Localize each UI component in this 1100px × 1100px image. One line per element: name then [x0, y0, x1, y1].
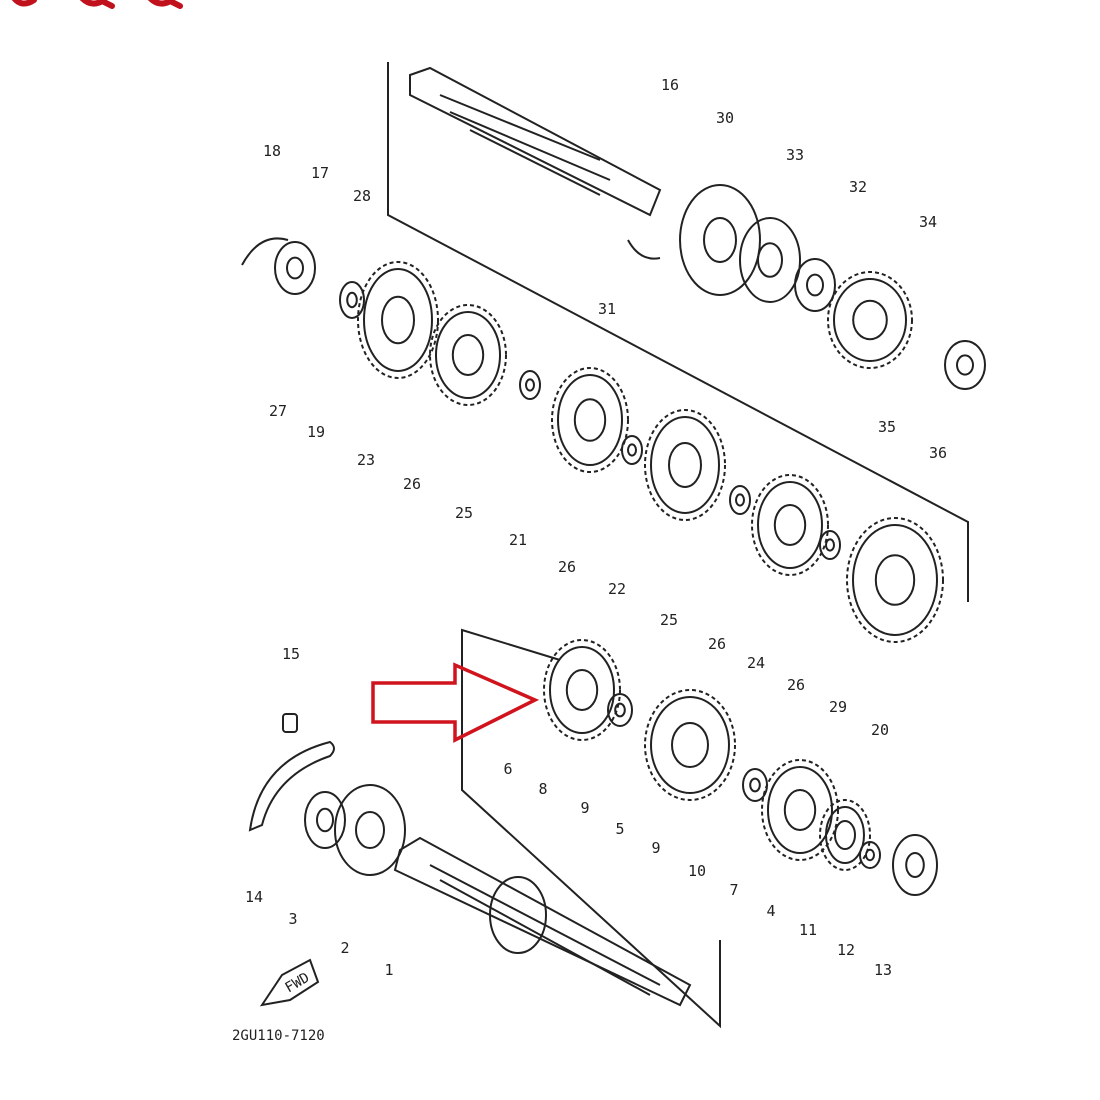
toolbar-icons-cropped[interactable]	[11, 0, 183, 9]
part-label: 28	[353, 187, 371, 205]
part-label: 30	[716, 109, 734, 127]
part-label: 23	[357, 451, 375, 469]
fwd-arrow: FWD	[259, 958, 320, 1007]
highlight-arrow	[371, 662, 540, 743]
ring-part	[794, 258, 836, 312]
gear	[819, 799, 871, 871]
circlip-31	[627, 239, 661, 260]
drive-shaft-upper	[409, 66, 662, 217]
part-label: 26	[708, 635, 726, 653]
ring-part	[304, 791, 346, 849]
part-label: 25	[455, 504, 473, 522]
part-label: 26	[787, 676, 805, 694]
part-label: 21	[509, 531, 527, 549]
part-label: 36	[929, 444, 947, 462]
part-label: 34	[919, 213, 937, 231]
part-label: 15	[282, 645, 300, 663]
ring-part	[274, 241, 316, 295]
part-label: 35	[878, 418, 896, 436]
part-label: 6	[503, 760, 512, 778]
gear	[543, 639, 621, 741]
ring-part	[742, 768, 768, 802]
ring-part	[334, 784, 406, 876]
gear	[357, 261, 439, 379]
part-label: 11	[799, 921, 817, 939]
ring-part	[729, 485, 751, 515]
ring-part	[944, 340, 986, 390]
part-label: 4	[766, 902, 775, 920]
part-label: 8	[538, 780, 547, 798]
fwd-label: FWD	[282, 970, 312, 997]
part-label: 10	[688, 862, 706, 880]
part-label: 26	[558, 558, 576, 576]
ring-part	[859, 841, 881, 869]
part-label: 26	[403, 475, 421, 493]
part-label: 24	[747, 654, 765, 672]
ring-part	[607, 693, 633, 727]
ring-part	[621, 435, 643, 465]
part-label: 22	[608, 580, 626, 598]
part-label: 27	[269, 402, 287, 420]
gear	[751, 474, 829, 576]
part-label: 9	[651, 839, 660, 857]
ring-part	[819, 530, 841, 560]
ring-part	[679, 184, 761, 296]
part-label: 14	[245, 888, 263, 906]
part-label: 25	[660, 611, 678, 629]
part-label: 31	[598, 300, 616, 318]
part-label: 5	[615, 820, 624, 838]
part-label: 16	[661, 76, 679, 94]
gear	[846, 517, 944, 643]
lower-shaft-frame	[461, 628, 721, 1029]
part-label: 3	[288, 910, 297, 928]
part-label: 29	[829, 698, 847, 716]
part-label: 33	[786, 146, 804, 164]
gear	[644, 689, 736, 801]
stopper-plate	[248, 740, 335, 832]
part-label: 18	[263, 142, 281, 160]
ring-part	[339, 281, 365, 319]
part-label: 12	[837, 941, 855, 959]
part-label: 2	[340, 939, 349, 957]
part-label: 9	[580, 799, 589, 817]
part-label: 7	[729, 881, 738, 899]
part-label: 20	[871, 721, 889, 739]
gear	[551, 367, 629, 473]
ring-part	[892, 834, 938, 896]
bolt	[282, 713, 298, 733]
gear	[644, 409, 726, 521]
part-label: 19	[307, 423, 325, 441]
circlip-18	[241, 237, 289, 266]
upper-shaft-frame	[387, 62, 969, 602]
gear	[429, 304, 507, 406]
main-shaft-lower	[393, 836, 692, 1007]
part-label: 1	[384, 961, 393, 979]
part-label: 17	[311, 164, 329, 182]
drawing-code: 2GU110-7120	[232, 1028, 325, 1044]
part-label: 32	[849, 178, 867, 196]
ring-part	[739, 217, 801, 303]
gear	[827, 271, 913, 369]
part-label: 13	[874, 961, 892, 979]
ring-part	[519, 370, 541, 400]
